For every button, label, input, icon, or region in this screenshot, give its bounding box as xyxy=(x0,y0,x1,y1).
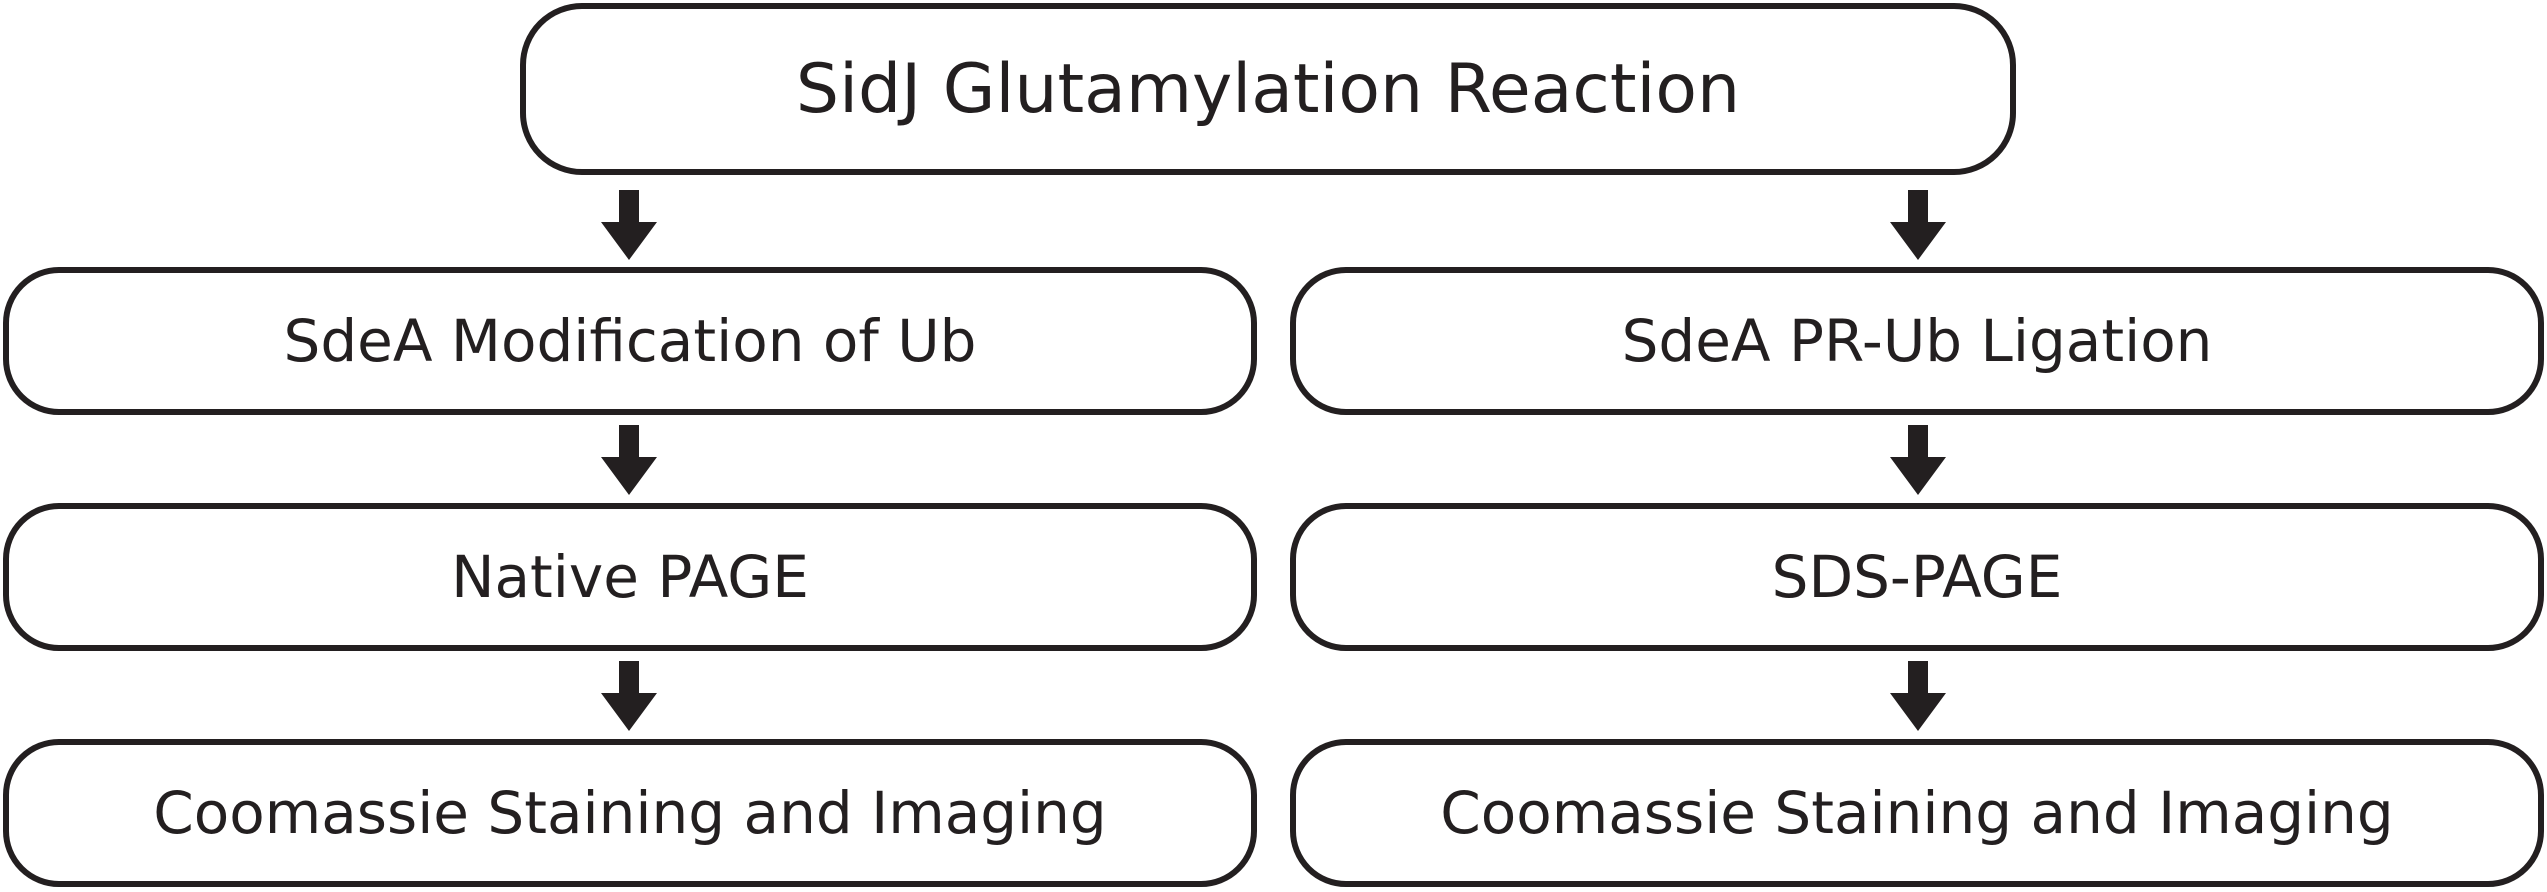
arrow-down-icon xyxy=(601,425,657,495)
node-sds-page: SDS-PAGE xyxy=(1290,503,2544,651)
node-coomassie-staining-right: Coomassie Staining and Imaging xyxy=(1290,739,2544,887)
node-label: SdeA PR-Ub Ligation xyxy=(1621,307,2213,375)
node-label: SdeA Modification of Ub xyxy=(283,307,977,375)
node-label: Coomassie Staining and Imaging xyxy=(153,779,1107,847)
node-coomassie-staining-left: Coomassie Staining and Imaging xyxy=(3,739,1257,887)
node-sdea-pr-ub-ligation: SdeA PR-Ub Ligation xyxy=(1290,267,2544,415)
arrow-down-icon xyxy=(1890,425,1946,495)
node-label: SidJ Glutamylation Reaction xyxy=(795,49,1741,129)
node-sidj-glutamylation-reaction: SidJ Glutamylation Reaction xyxy=(520,3,2016,175)
node-sdea-modification-of-ub: SdeA Modification of Ub xyxy=(3,267,1257,415)
node-label: Native PAGE xyxy=(451,543,809,611)
arrow-down-icon xyxy=(601,661,657,731)
node-label: Coomassie Staining and Imaging xyxy=(1440,779,2394,847)
arrow-down-icon xyxy=(601,190,657,260)
node-label: SDS-PAGE xyxy=(1771,543,2063,611)
arrow-down-icon xyxy=(1890,190,1946,260)
node-native-page: Native PAGE xyxy=(3,503,1257,651)
arrow-down-icon xyxy=(1890,661,1946,731)
